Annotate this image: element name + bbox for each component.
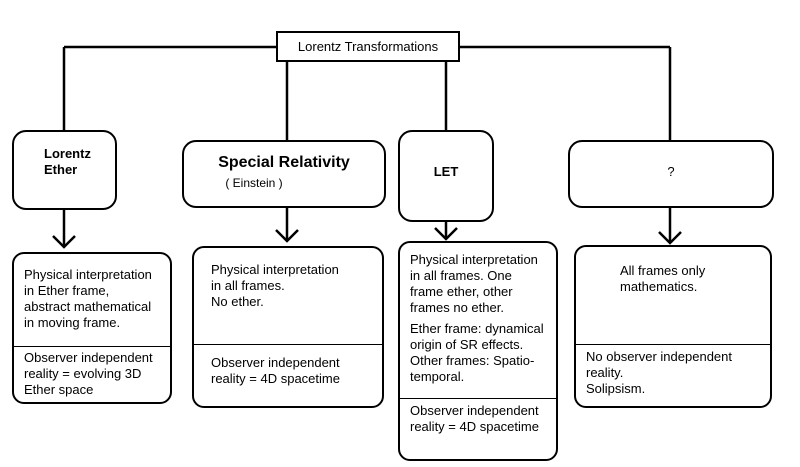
special-relativity-reality: Observer independent reality = 4D spacet… (194, 344, 382, 387)
let-info-box: Physical interpretation in all frames. O… (398, 241, 558, 461)
unknown-reality-line-1: No observer independent (586, 349, 732, 364)
lorentz-ether-reality: Observer independent reality = evolving … (14, 346, 170, 398)
special-relativity-interp-line-3: No ether. (211, 294, 264, 309)
unknown-interp-line-2: mathematics. (620, 279, 698, 294)
let-interp-line-4: frames no ether. (410, 300, 504, 315)
unknown-interpretation-title: ? (667, 164, 675, 179)
unknown-interp-line-1: All frames only (620, 263, 706, 278)
let-detail-line-4: temporal. (410, 369, 465, 384)
lorentz-ether-reality-line-1: Observer independent (24, 350, 153, 365)
unknown-interpretation-interpretation: All frames only mathematics. (576, 247, 770, 344)
root-node: Lorentz Transformations (276, 31, 460, 62)
lorentz-ether-info-box: Physical interpretation in Ether frame, … (12, 252, 172, 404)
unknown-reality-line-3: Solipsism. (586, 381, 646, 396)
lorentz-ether-reality-line-3: Ether space (24, 382, 94, 397)
let-interp-line-2: in all frames. One (410, 268, 512, 283)
let-reality-line-2: reality = 4D spacetime (410, 419, 539, 434)
lorentz-ether-title-line-2: Ether (44, 162, 78, 177)
special-relativity-interpretation: Physical interpretation in all frames. N… (194, 248, 382, 344)
special-relativity-subtitle: ( Einstein ) (225, 176, 283, 190)
let-interp-line-3: frame ether, other (410, 284, 513, 299)
special-relativity-reality-line-1: Observer independent (211, 355, 340, 370)
lorentz-ether-title-line-1: Lorentz (44, 146, 91, 161)
lorentz-ether-interp-line-3: abstract mathematical (24, 299, 152, 314)
lorentz-ether-node: Lorentz Ether (12, 130, 117, 210)
special-relativity-reality-line-2: reality = 4D spacetime (211, 371, 340, 386)
let-detail: Ether frame: dynamical origin of SR effe… (400, 316, 556, 398)
unknown-interpretation-reality: No observer independent reality. Solipsi… (576, 344, 770, 397)
lorentz-ether-interp-line-2: in Ether frame, (24, 283, 110, 298)
lorentz-ether-interpretation: Physical interpretation in Ether frame, … (14, 254, 170, 346)
lorentz-ether-interp-line-1: Physical interpretation (24, 267, 152, 282)
special-relativity-interp-line-1: Physical interpretation (211, 262, 339, 277)
unknown-interpretation-info-box: All frames only mathematics. No observer… (574, 245, 772, 408)
lorentz-ether-reality-line-2: reality = evolving 3D (24, 366, 142, 381)
lorentz-ether-interp-line-4: in moving frame. (24, 315, 121, 330)
special-relativity-info-box: Physical interpretation in all frames. N… (192, 246, 384, 408)
let-detail-line-3: Other frames: Spatio- (410, 353, 535, 368)
let-interpretation: Physical interpretation in all frames. O… (400, 243, 556, 316)
let-node: LET (398, 130, 494, 222)
root-label: Lorentz Transformations (297, 39, 439, 54)
unknown-interpretation-node: ? (568, 140, 774, 208)
special-relativity-node: Special Relativity ( Einstein ) (182, 140, 386, 208)
let-detail-line-2: origin of SR effects. (410, 337, 524, 352)
let-reality-line-1: Observer independent (410, 403, 539, 418)
special-relativity-interp-line-2: in all frames. (211, 278, 285, 293)
let-reality: Observer independent reality = 4D spacet… (400, 398, 556, 435)
unknown-reality-line-2: reality. (586, 365, 624, 380)
let-title: LET (433, 164, 459, 179)
special-relativity-title: Special Relativity (218, 154, 350, 171)
let-interp-line-1: Physical interpretation (410, 252, 538, 267)
let-detail-line-1: Ether frame: dynamical (410, 321, 544, 336)
